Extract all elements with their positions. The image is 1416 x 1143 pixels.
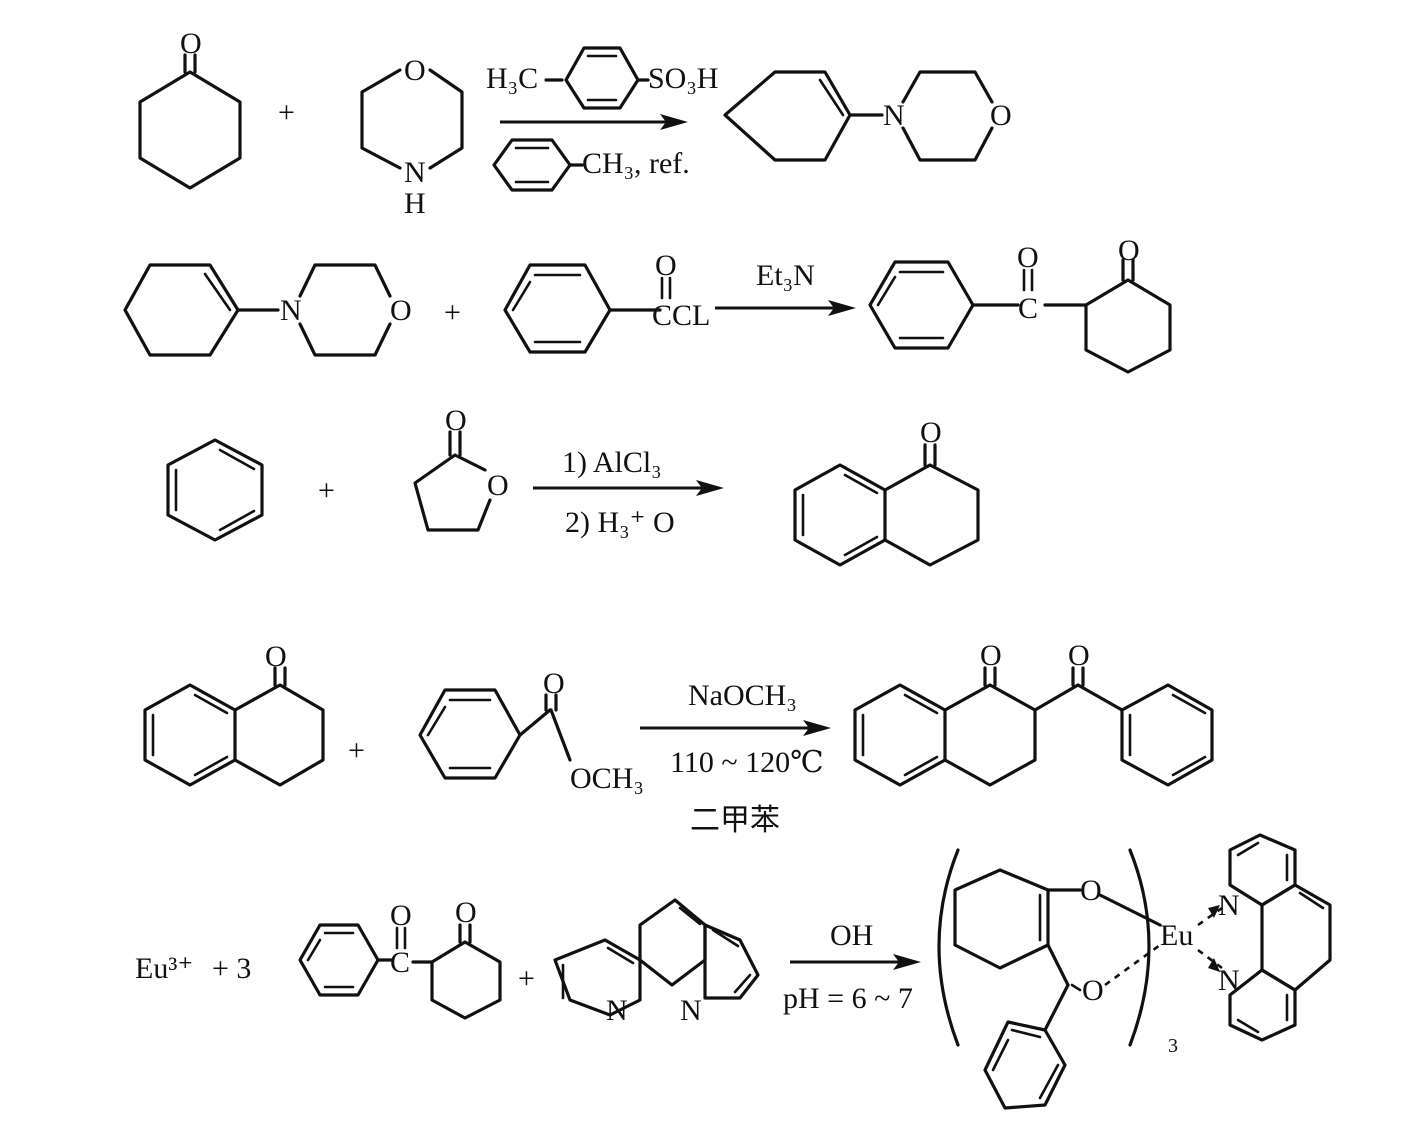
tsoh-so3h-label: SO₃H xyxy=(648,62,718,95)
atom-h: H xyxy=(404,187,426,220)
phenanthroline-ligand: N N xyxy=(1218,833,1332,1042)
benzoyl-tetralone: O O xyxy=(853,639,1214,787)
atom-o: O xyxy=(980,639,1002,672)
carbonyl-c-label: C xyxy=(390,946,410,979)
atom-o: O xyxy=(390,899,412,932)
solvent-label: 二甲苯 xyxy=(690,804,780,837)
enamine-product: N O xyxy=(723,70,1012,162)
atom-eu: Eu xyxy=(1160,919,1193,952)
atom-n: N xyxy=(606,994,628,1027)
reaction2-conditions: Et₃N xyxy=(715,259,856,316)
benzoyl-chloride: O CCL xyxy=(503,249,710,354)
coefficient-label: + 3 xyxy=(212,952,251,985)
reagent-et3n: Et₃N xyxy=(756,259,815,292)
methyl-benzoate: O OCH₃ xyxy=(418,667,644,795)
atom-n: N xyxy=(404,156,426,189)
enamine-reactant: N O xyxy=(123,263,412,357)
atom-o: O xyxy=(1080,874,1102,907)
atom-o: O xyxy=(404,54,426,87)
atom-o: O xyxy=(487,469,509,502)
reaction5-conditions: OH pH = 6 ~ 7 xyxy=(783,919,921,1015)
tsoh-h3c-label: H₃C xyxy=(486,62,538,95)
butyrolactone: O O xyxy=(413,404,509,532)
atom-o: O xyxy=(1082,974,1104,1007)
atom-o: O xyxy=(655,249,677,282)
temperature-label: 110 ~ 120℃ xyxy=(670,746,824,779)
plus-sign: + xyxy=(318,474,335,507)
morpholine: O N H xyxy=(360,54,464,220)
phenanthroline-reactant: N N xyxy=(553,898,760,1027)
reaction4-conditions: NaOCH₃ 110 ~ 120℃ 二甲苯 xyxy=(640,679,831,837)
atom-n: N xyxy=(1218,889,1240,922)
eu-complex-product: 3 O O Eu N N xyxy=(937,833,1332,1110)
atom-n: N xyxy=(883,99,905,132)
reaction5-reactants: Eu³⁺ + 3 O C O + N N xyxy=(135,896,760,1027)
plus-sign: + xyxy=(444,296,461,329)
reagent-naoch3: NaOCH₃ xyxy=(688,679,797,712)
eu-ion-label: Eu³⁺ xyxy=(135,952,193,985)
step1-label: 1) AlCl₃ xyxy=(562,446,662,479)
atom-o: O xyxy=(180,27,202,60)
subscript-3: 3 xyxy=(1168,1035,1178,1057)
right-parenthesis xyxy=(1128,848,1151,1047)
atom-o: O xyxy=(1068,639,1090,672)
atom-o: O xyxy=(990,99,1012,132)
atom-o: O xyxy=(920,416,942,449)
cyclohexanone: O xyxy=(138,27,242,190)
ester-och3-label: OCH₃ xyxy=(570,762,644,795)
benzene xyxy=(166,438,264,542)
atom-n: N xyxy=(1218,964,1240,997)
tetralone-reactant: O xyxy=(143,640,325,787)
tetralone: O xyxy=(793,416,980,567)
left-parenthesis xyxy=(937,848,960,1047)
atom-o: O xyxy=(265,640,287,673)
atom-o: O xyxy=(390,294,412,327)
atom-o: O xyxy=(543,667,565,700)
plus-sign: + xyxy=(278,96,295,129)
reaction3-conditions: 1) AlCl₃ 2) H₃⁺ O xyxy=(533,446,724,539)
reaction1-conditions: H₃C SO₃H CH₃ , ref. xyxy=(486,46,718,192)
atom-n: N xyxy=(280,294,302,327)
toluene-ch3-label: CH₃ xyxy=(582,147,634,180)
plus-sign: + xyxy=(518,962,535,995)
benzoylcyclohexanone: O C O xyxy=(868,234,1172,374)
atom-o: O xyxy=(1017,241,1039,274)
reflux-label: , ref. xyxy=(634,147,690,180)
acyl-ccl-label: CCL xyxy=(652,299,710,332)
atom-o: O xyxy=(1118,234,1140,267)
carbonyl-c-label: C xyxy=(1018,292,1038,325)
ph-label: pH = 6 ~ 7 xyxy=(783,982,913,1015)
atom-o: O xyxy=(445,404,467,437)
atom-n: N xyxy=(680,994,702,1027)
atom-o: O xyxy=(455,896,477,929)
plus-sign: + xyxy=(348,734,365,767)
reagent-oh: OH xyxy=(830,919,873,952)
step2-label: 2) H₃⁺ O xyxy=(565,506,675,539)
